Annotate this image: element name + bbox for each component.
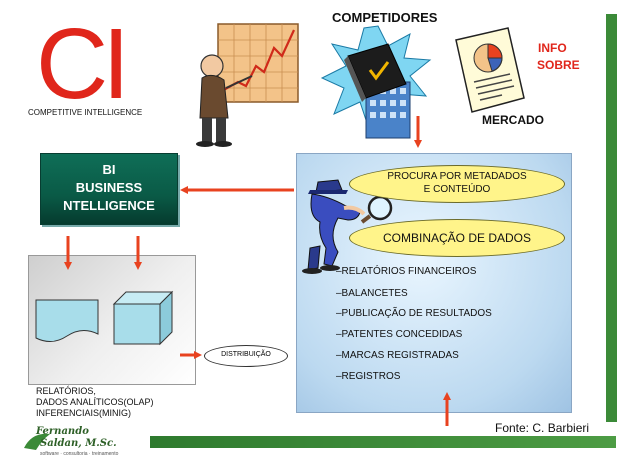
info-label-line1: INFO	[538, 41, 567, 55]
list-item: –BALANCETES	[336, 288, 408, 299]
market-label: MERCADO	[482, 113, 544, 127]
cube-shape-icon	[112, 290, 174, 346]
competitors-label: COMPETIDORES	[332, 10, 438, 25]
data-combination-ellipse: COMBINAÇÃO DE DADOS	[349, 219, 565, 257]
combination-label: COMBINAÇÃO DE DADOS	[382, 231, 532, 245]
source-caption: Fonte: C. Barbieri	[495, 421, 590, 435]
search-metadata-ellipse: PROCURA POR METADADOS E CONTEÚDO	[349, 165, 565, 203]
ci-subtitle: COMPETITIVE INTELLIGENCE	[28, 108, 143, 117]
bi-line1: BI	[102, 162, 116, 177]
document-shape-icon	[35, 299, 99, 342]
search-line1: PROCURA POR METADADOS	[387, 171, 527, 182]
distribution-node: DISTRIBUIÇÃO	[204, 345, 288, 367]
brand-bottom-bar	[150, 436, 616, 448]
book-building-icon	[320, 25, 432, 139]
ci-logo: CI	[36, 8, 130, 120]
bi-line3: NTELLIGENCE	[63, 198, 155, 213]
brand-side-bar	[606, 14, 617, 422]
list-item: –REGISTROS	[336, 371, 401, 382]
brand-tagline: software · consultoria · treinamento	[40, 451, 119, 457]
list-item: –PUBLICAÇÃO DE RESULTADOS	[336, 308, 492, 319]
brand-name-line2: Saldan, M.Sc.	[40, 438, 117, 449]
list-item: –RELATÓRIOS FINANCEIROS	[336, 266, 477, 277]
reports-line1: RELATÓRIOS,	[36, 386, 96, 396]
pie-chart-report-icon	[455, 27, 525, 113]
search-line2: E CONTEÚDO	[423, 184, 491, 195]
brand-name-line1: Fernando	[36, 426, 89, 437]
distribution-label: DISTRIBUIÇÃO	[221, 351, 271, 358]
presenter-figure-icon	[196, 23, 299, 147]
bi-box: BI BUSINESS NTELLIGENCE	[40, 153, 178, 225]
info-label-line2: SOBRE	[537, 58, 580, 72]
detective-magnifier-icon	[302, 179, 393, 274]
list-item: –PATENTES CONCEDIDAS	[336, 329, 463, 340]
brand-leaf-icon	[24, 433, 50, 450]
bi-line2: BUSINESS	[75, 180, 143, 195]
list-item: –MARCAS REGISTRADAS	[336, 350, 459, 361]
reports-line2: DADOS ANALÍTICOS(OLAP)	[36, 397, 154, 407]
reports-line3: INFERENCIAIS(MINIG)	[36, 408, 132, 418]
